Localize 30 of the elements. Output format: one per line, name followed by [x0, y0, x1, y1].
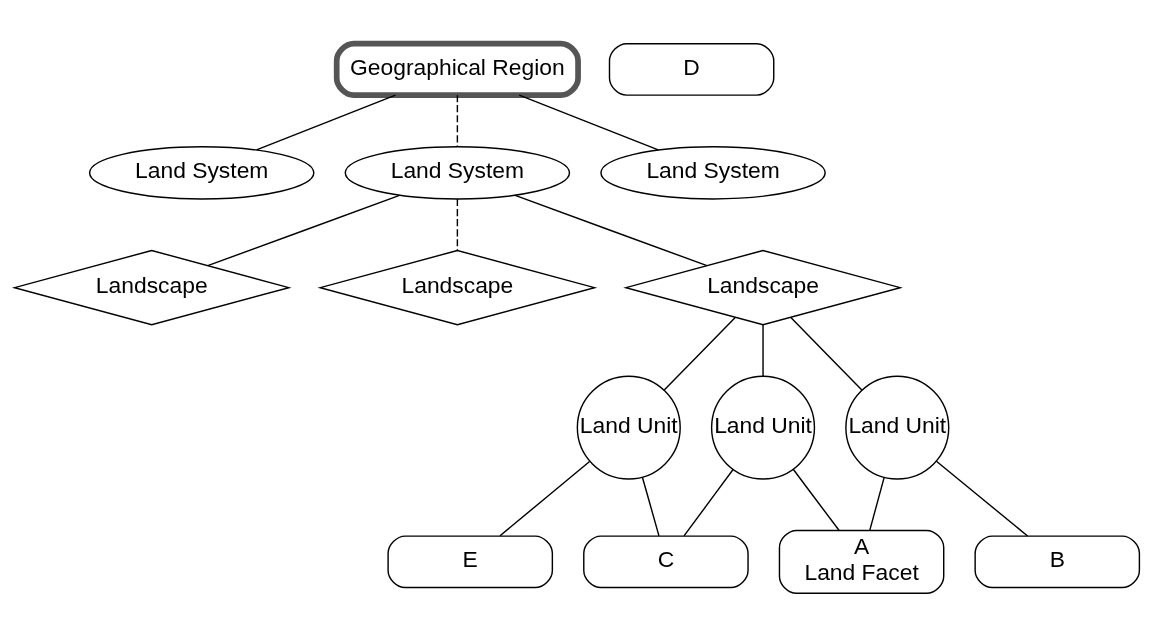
connector: [790, 316, 863, 391]
node-ellipse: Land System: [344, 145, 571, 200]
node-diamond: Landscape: [623, 249, 903, 325]
node-box: D: [608, 42, 775, 96]
connector: [762, 323, 764, 377]
connector: [641, 476, 660, 537]
node-circle: Land Unit: [845, 374, 950, 480]
node-box: Geographical Region: [333, 40, 581, 98]
node-diamond: Landscape: [11, 249, 292, 325]
node-box: B: [974, 534, 1141, 588]
connector: [255, 93, 397, 151]
connector: [663, 316, 736, 391]
connector: [683, 468, 734, 537]
node-circle: Land Unit: [710, 374, 816, 480]
connector: [935, 459, 1029, 537]
node-ellipse: Land System: [88, 145, 315, 200]
node-diamond: Landscape: [317, 249, 598, 325]
node-box: E: [387, 534, 554, 588]
node-box: C: [583, 534, 749, 588]
node-box: A Land Facet: [778, 529, 945, 594]
connector: [456, 93, 459, 147]
connector: [518, 93, 659, 151]
connector: [207, 194, 401, 266]
connector: [869, 476, 885, 531]
connector: [792, 468, 840, 531]
node-ellipse: Land System: [600, 145, 826, 200]
node-circle: Land Unit: [576, 374, 681, 480]
connector: [499, 460, 591, 536]
connector: [514, 194, 708, 266]
connector: [456, 197, 459, 251]
